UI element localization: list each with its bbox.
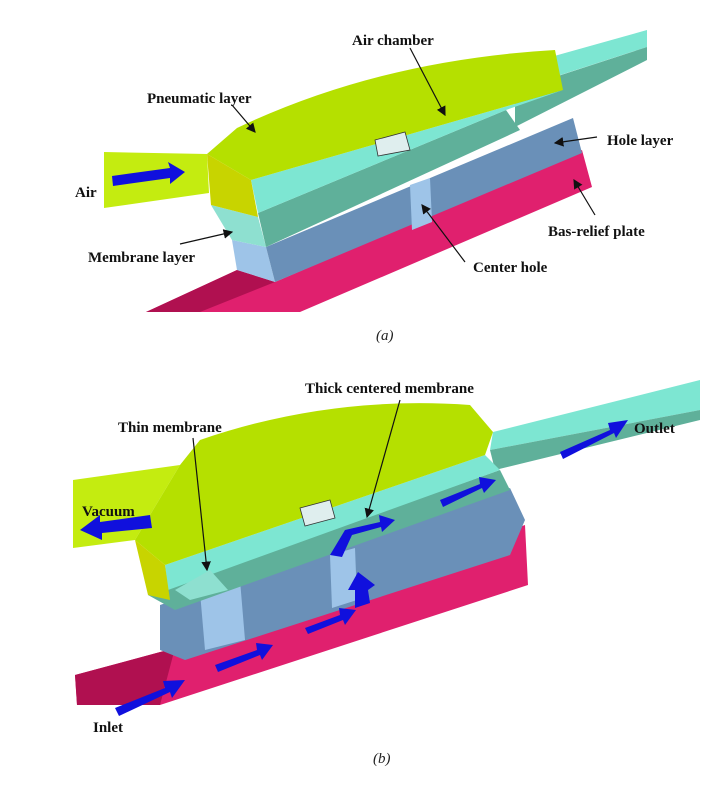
pneumatic-layer-side [207,154,258,217]
center-hole [330,548,357,608]
label-membrane-layer: Membrane layer [88,250,195,266]
label-inlet: Inlet [93,720,123,736]
vacuum-arrow [80,515,152,540]
center-hole [410,178,432,230]
caption-a: (a) [376,328,394,344]
outlet-channel-top [490,380,700,450]
inlet-arrow-1 [115,680,185,716]
hole-layer-side [200,580,245,650]
label-air-chamber: Air chamber [352,33,434,49]
membrane-layer [258,110,520,247]
air-channel-inlet [104,152,209,208]
label-vacuum: Vacuum [82,504,135,520]
membrane-layer-side [211,205,266,247]
label-air: Air [75,185,97,201]
label-thin-membrane: Thin membrane [118,420,222,436]
chamber-arrow [440,477,496,507]
label-thick-centered-membrane: Thick centered membrane [305,381,474,397]
bas-relief-plate-side [146,270,275,312]
pneumatic-layer [135,403,493,565]
pneumatic-layer [207,50,563,180]
center-hole-arrow [348,572,375,608]
thick-membrane [299,499,336,527]
thin-membrane [175,570,228,600]
label-pneumatic-layer: Pneumatic layer [147,91,252,107]
inlet-arrow-3 [305,608,356,634]
panel-a: Air chamber Pneumatic layer Hole layer A… [75,30,674,344]
inlet-arrow-2 [215,643,273,672]
caption-b: (b) [373,751,391,767]
pneumatic-layer-side [135,540,170,600]
bas-relief-plate-side [75,648,175,705]
label-center-hole: Center hole [473,260,548,276]
label-bas-relief-plate: Bas-relief plate [548,224,645,240]
thick-membrane [374,131,411,157]
membrane-layer [148,470,510,610]
label-hole-layer: Hole layer [607,133,674,149]
outlet-arrow [560,420,628,459]
air-chamber-face [165,455,500,590]
flow-arrows [80,420,628,716]
hole-layer-side [232,240,275,282]
outlet-channel-top [540,30,647,80]
membrane-arrow [330,515,395,557]
air-chamber-face [251,90,563,213]
outlet-channel-front [515,47,647,127]
panel-b: Thick centered membrane Thin membrane Va… [73,380,700,767]
label-outlet: Outlet [634,421,675,437]
air-flow-arrow [112,162,185,186]
